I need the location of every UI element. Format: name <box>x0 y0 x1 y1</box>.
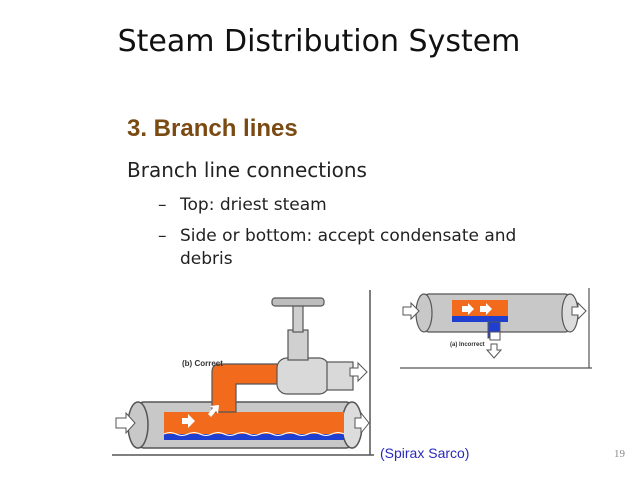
bullet-text: Top: driest steam <box>180 195 327 215</box>
bullet-text: debris <box>180 249 233 269</box>
correct-branch-diagram: (b) Correct <box>112 290 374 456</box>
incorrect-diagram-label: (a) Incorrect <box>450 342 485 348</box>
bullet-text: Side or bottom: accept condensate and <box>180 226 517 246</box>
page-number: 19 <box>614 448 625 460</box>
body-text: Branch line connections <box>127 158 367 182</box>
image-credit: (Spirax Sarco) <box>380 445 470 461</box>
bullet-dash: – <box>158 195 167 215</box>
bullet-dash: – <box>158 226 167 246</box>
slide-title: Steam Distribution System <box>117 24 521 59</box>
incorrect-branch-diagram: (a) Incorrect <box>400 288 592 369</box>
correct-diagram-label: (b) Correct <box>182 359 223 368</box>
section-heading: 3. Branch lines <box>127 115 298 142</box>
